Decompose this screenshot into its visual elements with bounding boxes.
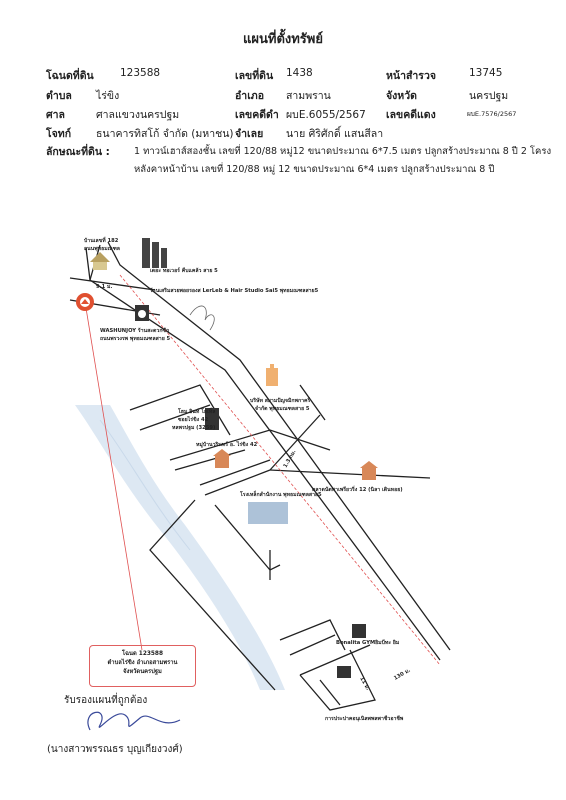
- map-label-salon: ร้านเสริมสวยพอยรองส LerLeb & Hair Studio…: [150, 286, 319, 294]
- description: 1 ทาวน์เฮาส์สองชั้น เลขที่ 120/88 หมู่12…: [134, 143, 554, 179]
- survey-label: หน้าสำรวจ: [386, 70, 436, 82]
- black-case-value: ผบE.6055/2567: [286, 109, 366, 121]
- condo-building-icon: [142, 238, 167, 268]
- map-label-wash: WASHUNJOY ร้านสะดวกซัก: [100, 326, 169, 334]
- red-case-value: ผบE.7576/2567: [467, 110, 517, 118]
- map-label-condo: เดอะ ทอเวอร์ คีบแคล้ว สาย 5: [150, 266, 218, 274]
- map-label-school: การประปาคอนุเนิลพพลพาชีวอาชีพ: [325, 715, 404, 722]
- office-building-icon: [266, 364, 278, 386]
- signer-name: (นางสาวพรรณธร บุญเกียงวงศ์): [47, 744, 183, 755]
- court-label: ศาล: [46, 109, 65, 121]
- callout-location: ตำบลไร่ขิง อำเภอสามพราน: [107, 660, 178, 666]
- description-line-1: 1 ทาวน์เฮาส์สองชั้น เลขที่ 120/88 หมู่12…: [134, 146, 552, 157]
- plaintiff-label: โจทก์: [46, 128, 72, 140]
- map-label-factory: โรงเหล็กสำนักงาน พุทธมณฑลสาย5: [239, 490, 322, 498]
- gym-icon: [352, 624, 366, 638]
- page-title: แผนที่ตั้งทรัพย์: [243, 32, 323, 47]
- defendant-label: จำเลย: [235, 128, 264, 140]
- village-house-icon: [213, 449, 231, 468]
- land-no-label: เลขที่ดิน: [235, 70, 274, 82]
- amphoe-label: อำเภอ: [235, 90, 265, 102]
- callout-province: จังหวัดนครปฐม: [123, 669, 162, 675]
- court-value: ศาลแขวงนครปฐม: [96, 109, 180, 121]
- map-label-gym: Bonalita GYMยิมบีทะ ยิม: [336, 639, 400, 646]
- chanod-label: โฉนดที่ดิน: [46, 70, 94, 82]
- map-label-hotel-road: หลพรปฐม (3259): [172, 424, 215, 431]
- land-no-value: 1438: [286, 67, 313, 79]
- route-line: [84, 301, 143, 651]
- plaintiff-value: ธนาคารทิสโก้ จำกัด (มหาชน): [96, 128, 234, 140]
- description-line-2: หลังคาหน้าบ้าน เลขที่ 120/88 หมู่ 12 ขนา…: [134, 164, 495, 175]
- map-label-hotel: โฮม อินท์ โฮเท็ล: [177, 407, 215, 415]
- chanod-value: 123588: [120, 67, 161, 79]
- map-label-house-road: ถนนพุทธมณฑล: [84, 246, 120, 252]
- tambon-value: ไร่ขิง: [96, 90, 120, 102]
- river: [75, 405, 285, 690]
- amphoe-value: สามพราน: [286, 90, 331, 102]
- main-road: [85, 247, 441, 661]
- road-network: [69, 241, 451, 711]
- salon-hand-icon: [189, 305, 215, 331]
- washing-machine-icon: [135, 305, 149, 321]
- callout-chanod: โฉนด 123588: [121, 651, 163, 657]
- school-icon: [337, 666, 351, 678]
- property-callout: โฉนด 123588 ตำบลไร่ขิง อำเภอสามพราน จังห…: [89, 645, 196, 687]
- map-label-company-road: จำกัด พุทธมณฑลสาย 5: [255, 405, 310, 412]
- certify-label: รับรองแผนที่ถูกต้อง: [64, 695, 148, 706]
- distance-label-4: 130 ม.: [393, 668, 412, 682]
- tambon-label: ตำบล: [46, 90, 72, 102]
- map-label-company: บริษัท สยามปัญจมิกพกาครี: [250, 397, 311, 404]
- distance-label-1: 1.3 กม.: [283, 449, 298, 469]
- property-pin-icon: [76, 293, 94, 311]
- signature-image: [87, 711, 181, 731]
- distance-line: [119, 274, 441, 666]
- province-value: นครปฐม: [469, 90, 509, 102]
- distance-label-2: 9.1 ม.: [96, 284, 112, 290]
- location-map: บ้านเลขที่ 182 ถนนพุทธมณฑล เดอะ ทอเวอร์ …: [69, 236, 451, 722]
- map-label-market: ตลาดนัดพาเพรียวริ่ง 12 (นิลา เดินหอย): [312, 485, 403, 493]
- description-label: ลักษณะที่ดิน :: [46, 146, 110, 158]
- hotel-building-icon: [205, 408, 219, 430]
- distance-label-3: 11 ม.: [358, 676, 370, 692]
- house-icon: [90, 252, 110, 270]
- map-label-house: บ้านเลขที่ 182: [84, 236, 119, 244]
- red-case-label: เลขคดีแดง: [386, 109, 436, 121]
- defendant-value: นาย ศิริศักดิ์ แสนสีลา: [286, 128, 384, 140]
- map-label-village: หมู่บ้านวรินทร์ อ. ไร่ขิง 42: [196, 440, 258, 449]
- map-label-wash-road: ถนนพรวงรพ พุทธมณฑลสาย 5: [100, 336, 171, 342]
- black-case-label: เลขคดีดำ: [235, 109, 279, 121]
- province-label: จังหวัด: [386, 90, 417, 102]
- survey-value: 13745: [469, 67, 503, 79]
- market-icon: [360, 461, 378, 480]
- map-label-hotel-soi: ซอยไร่ขิง 42: [178, 415, 209, 423]
- factory-machine-icon: [248, 502, 288, 524]
